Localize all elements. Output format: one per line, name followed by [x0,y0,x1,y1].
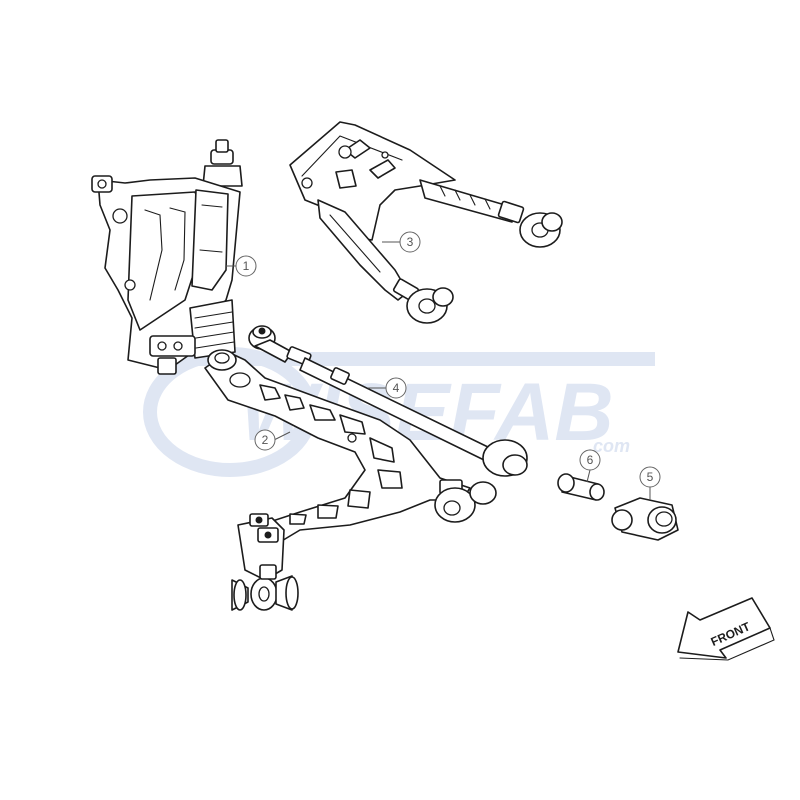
callout-2-circle [254,429,276,451]
part-1-knuckle [91,139,243,375]
callout-6-circle [579,449,601,471]
callout-2-leader [273,431,291,441]
callout-4-circle [385,377,407,399]
part-5-bushing [611,497,679,541]
watermark-suffix: .com [588,436,630,456]
callout-3-label: 3 [407,235,414,249]
part-4-tie-rod [248,325,528,477]
callout-1-label: 1 [243,259,250,273]
callout-5-label: 5 [647,470,654,484]
callouts: 1 2 3 4 5 6 [226,231,661,500]
part-2-lower-arm [204,349,497,611]
watermark: WISEFAB .com [143,347,655,477]
front-arrow-shape [677,597,771,659]
callout-2-label: 2 [262,433,269,447]
front-direction-arrow: FRONT [677,597,775,661]
callout-6-label: 6 [587,453,594,467]
callout-1-circle [235,255,257,277]
callout-4-label: 4 [393,381,400,395]
part-3-upper-arm [289,121,563,324]
callout-3-circle [399,231,421,253]
callout-6-leader [586,469,591,483]
callout-5-circle [639,466,661,488]
part-6-spacer [557,473,605,501]
